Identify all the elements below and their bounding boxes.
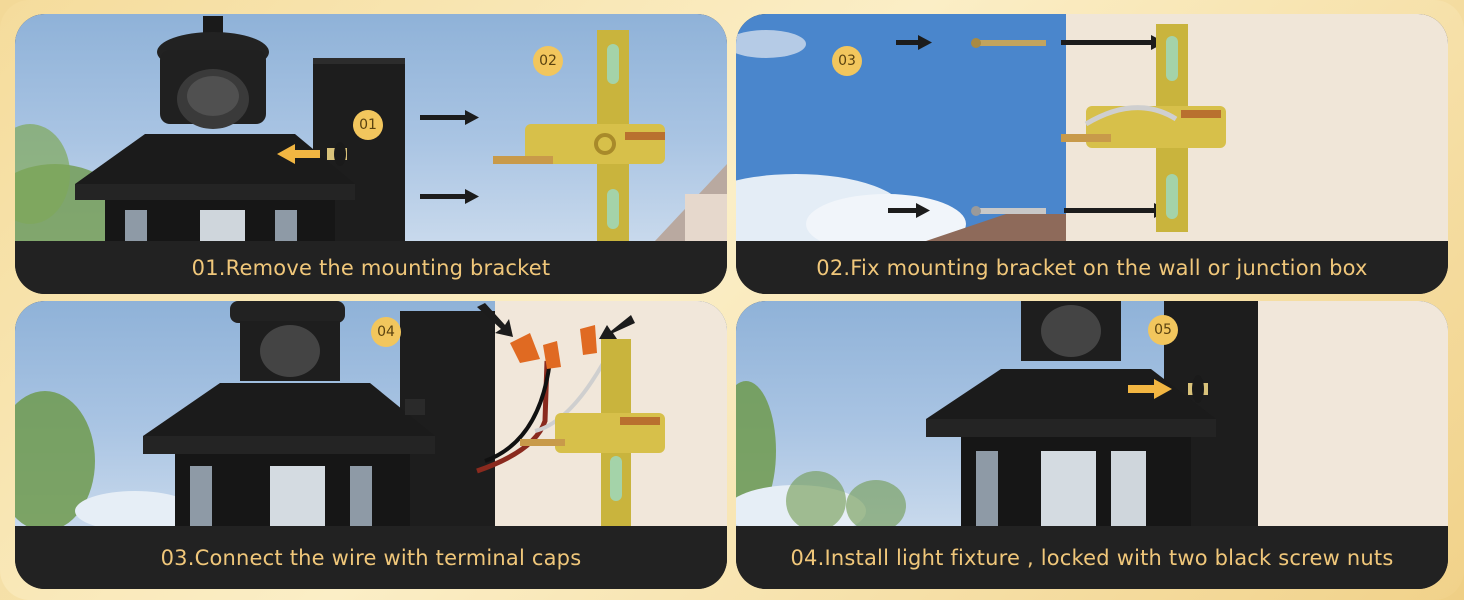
step-panel-3: 04 03.Connect the wire with terminal cap… <box>15 301 727 589</box>
scene-connect-wire: 04 <box>15 301 727 526</box>
step-caption-4: 04.Install light fixture , locked with t… <box>736 526 1448 589</box>
step-panel-4: 05 04.Install light fixture , locked wit… <box>736 301 1448 589</box>
step-caption-1: 01.Remove the mounting bracket <box>15 241 727 294</box>
step-caption-2: 02.Fix mounting bracket on the wall or j… <box>736 241 1448 294</box>
step-caption-3: 03.Connect the wire with terminal caps <box>15 526 727 589</box>
step-badge-01: 01 <box>353 110 383 140</box>
step-badge-04: 04 <box>371 317 401 347</box>
scene-remove-bracket: 01 02 <box>15 14 727 241</box>
step-badge-02: 02 <box>533 46 563 76</box>
illustration-fix-bracket <box>736 14 1448 241</box>
step-badge-05: 05 <box>1148 315 1178 345</box>
step-panel-2: 03 02.Fix mounting bracket on the wall o… <box>736 14 1448 294</box>
scene-install-fixture: 05 <box>736 301 1448 526</box>
illustration-remove-bracket <box>15 16 727 241</box>
illustration-connect-wire <box>15 301 727 526</box>
step-badge-03: 03 <box>832 46 862 76</box>
scene-fix-bracket: 03 <box>736 14 1448 241</box>
step-panel-1: 01 02 01.Remove the mounting bracket <box>15 14 727 294</box>
illustration-install-fixture <box>736 301 1448 526</box>
